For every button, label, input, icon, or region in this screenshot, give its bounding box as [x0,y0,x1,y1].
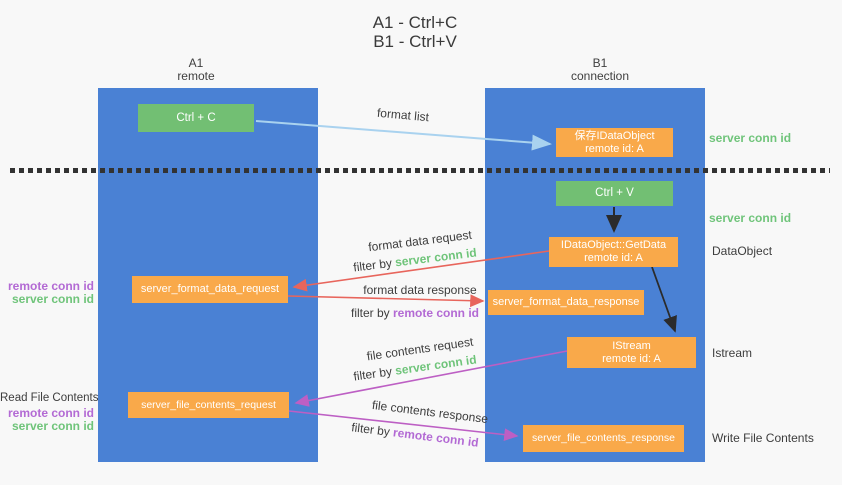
lane-a1-subtitle: remote [177,69,215,83]
read-file-contents-label: Read File Contents [0,392,99,404]
getdata-line1: IDataObject::GetData [560,239,667,251]
server-format-data-request-label: server_format_data_request [140,283,280,295]
filter-by-text: filter by [352,363,397,384]
server-format-data-response-box: server_format_data_response [488,290,644,315]
save-idataobject-box: 保存IDataObject remote id: A [556,128,673,157]
remote-conn-id-inline: remote conn id [393,306,480,320]
server-file-contents-request-box: server_file_contents_request [128,392,289,418]
diagram-title: A1 - Ctrl+C B1 - Ctrl+V [310,13,520,51]
ctrl-v-box: Ctrl + V [556,181,673,206]
filter-by-text: filter by [350,306,393,320]
title-line-2: B1 - Ctrl+V [373,32,457,51]
dataobject-label: DataObject [712,244,773,258]
filter-by-text: filter by [352,255,396,275]
dotted-separator-line [10,168,830,173]
idataobject-getdata-box: IDataObject::GetData remote id: A [549,237,678,267]
server-conn-id-label-left-2: server conn id [11,419,94,433]
title-line-1: A1 - Ctrl+C [372,13,458,32]
lane-a1-title: A1 [188,56,204,70]
save-idataobject-line1: 保存IDataObject [574,129,655,142]
ctrl-c-box: Ctrl + C [138,104,254,132]
istream-side-label: Istream [712,346,753,360]
remote-conn-id-inline: remote conn id [392,425,480,450]
write-file-contents-label: Write File Contents [712,431,814,445]
filter-by-text: filter by [350,420,395,440]
format-list-label: format list [376,105,430,125]
server-conn-id-label-top: server conn id [709,131,792,145]
ctrl-c-label: Ctrl + C [176,111,216,124]
remote-conn-id-label-1: remote conn id [7,279,94,293]
ctrl-v-label: Ctrl + V [595,187,634,199]
remote-conn-id-label-2: remote conn id [7,406,94,420]
server-conn-id-label-mid: server conn id [709,211,792,225]
server-file-contents-request-label: server_file_contents_request [141,398,276,411]
istream-line1: IStream [612,339,651,352]
istream-box: IStream remote id: A [567,337,696,368]
lane-header-a1: A1 remote [136,57,256,83]
server-file-contents-response-label: server_file_contents_response [531,432,675,444]
server-format-data-request-box: server_format_data_request [132,276,288,303]
lane-b1-subtitle: connection [570,69,630,83]
format-data-response-label: format data response [363,283,477,297]
save-idataobject-line2: remote id: A [585,142,644,155]
server-conn-id-label-left-1: server conn id [11,292,94,306]
istream-line2: remote id: A [602,352,661,365]
lane-b1-title: B1 [592,56,608,70]
lane-header-b1: B1 connection [540,57,660,83]
filter-by-remote-conn-id-label-1: filter by remote conn id [340,306,490,320]
getdata-line2: remote id: A [584,252,643,264]
server-file-contents-response-box: server_file_contents_response [523,425,684,452]
server-format-data-response-label: server_format_data_response [492,296,640,308]
